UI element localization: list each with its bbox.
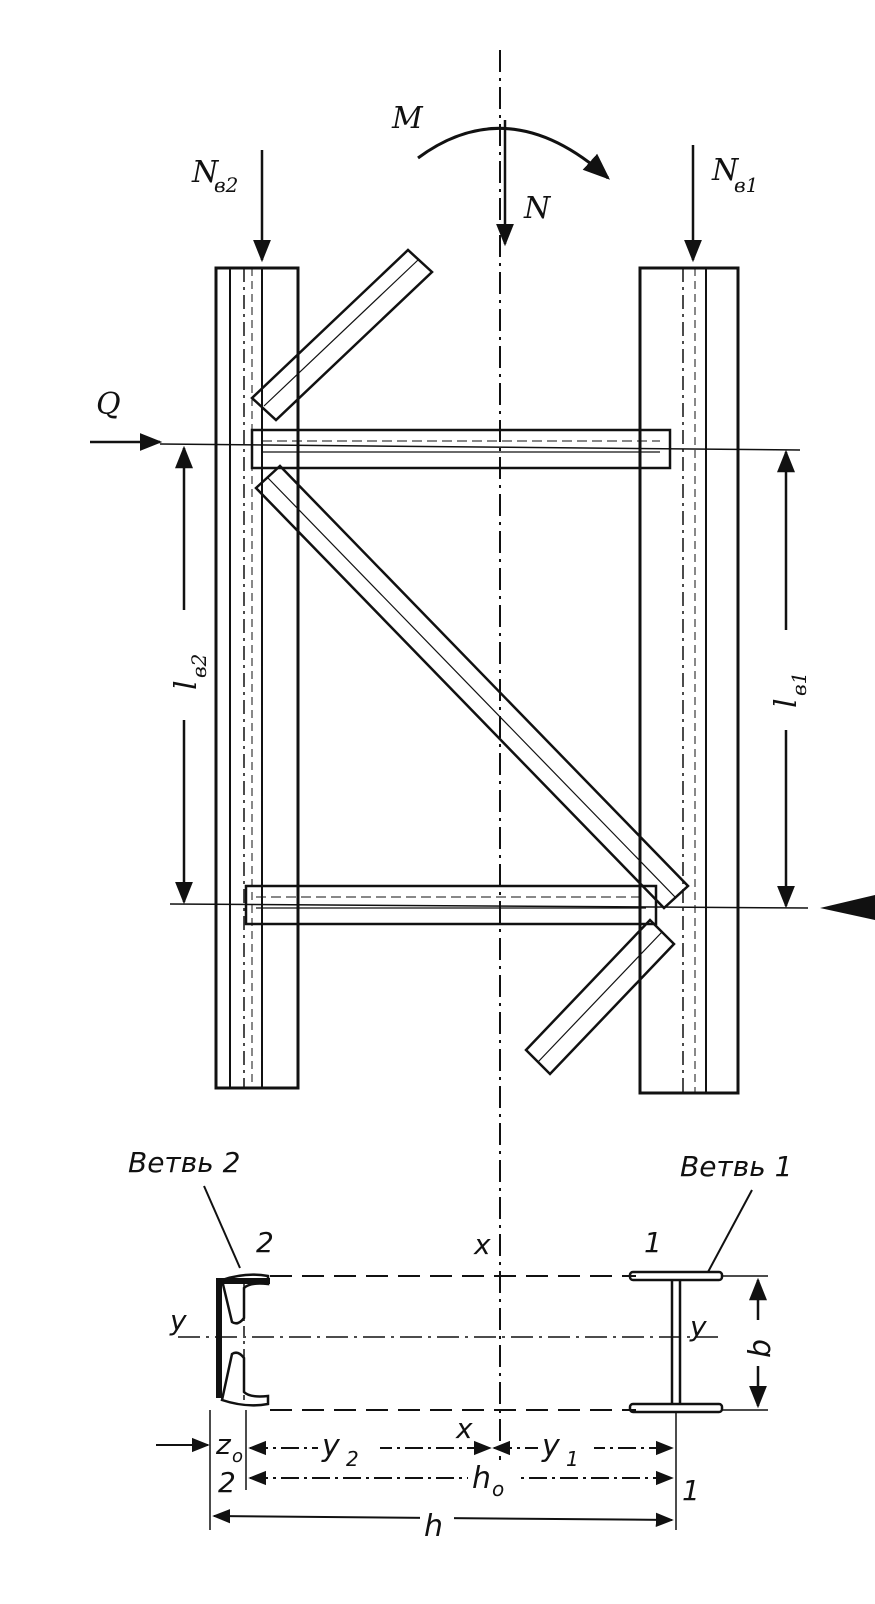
branch-2-caption: Ветвь 2 [128,1146,240,1179]
branch-length-1-sub: в1 [787,672,811,696]
dim-z0-sub: o [232,1446,243,1467]
axis-x-bottom: x [455,1412,473,1445]
mark-2-bottom: 2 [218,1466,236,1499]
dim-h0-label: h [472,1461,491,1496]
branch-length-2-sub: в2 [187,654,211,678]
branch-1-leader [707,1189,753,1273]
dim-y1-label: y [541,1429,561,1464]
axial-force-label: N [523,191,552,226]
dim-h-label: h [424,1509,443,1544]
mark-2-top: 2 [256,1226,274,1259]
branch-2-force-label: N [191,155,220,190]
shear-label: Q [96,387,121,422]
mark-1-top: 1 [644,1226,662,1259]
left-branch [214,266,300,1090]
branch-length-2-label: l [169,680,204,690]
branch-2-leader [203,1185,241,1269]
axis-x-top: x [473,1228,491,1261]
dim-h0-sub: o [492,1477,504,1501]
main-diagonal-brace [254,464,690,910]
dim-y1-sub: 1 [566,1447,579,1471]
lower-brace [524,918,676,1076]
mark-1-bottom: 1 [682,1474,700,1507]
branch-length-1-label: l [769,698,804,708]
branch-2-section [216,1273,270,1407]
branch-1-section [628,1270,724,1414]
dim-z0-label: z [215,1428,232,1461]
dim-y2-sub: 2 [346,1447,359,1471]
branch-1-force-label: N [711,153,740,188]
dim-b-label: b [743,1339,778,1358]
right-edge-arrowhead [820,895,875,920]
branch-1-force-sub: в1 [734,173,758,197]
branch-2-force-sub: в2 [214,173,238,197]
moment-label: M [391,101,424,136]
branch-1-caption: Ветвь 1 [680,1150,792,1183]
dim-y2-label: y [321,1429,341,1464]
top-strut [250,428,672,470]
right-branch [638,266,740,1095]
axis-y-left: y [169,1304,187,1337]
moment-arrow [417,126,611,180]
upper-brace [250,248,434,422]
axis-y-right: y [689,1310,707,1343]
